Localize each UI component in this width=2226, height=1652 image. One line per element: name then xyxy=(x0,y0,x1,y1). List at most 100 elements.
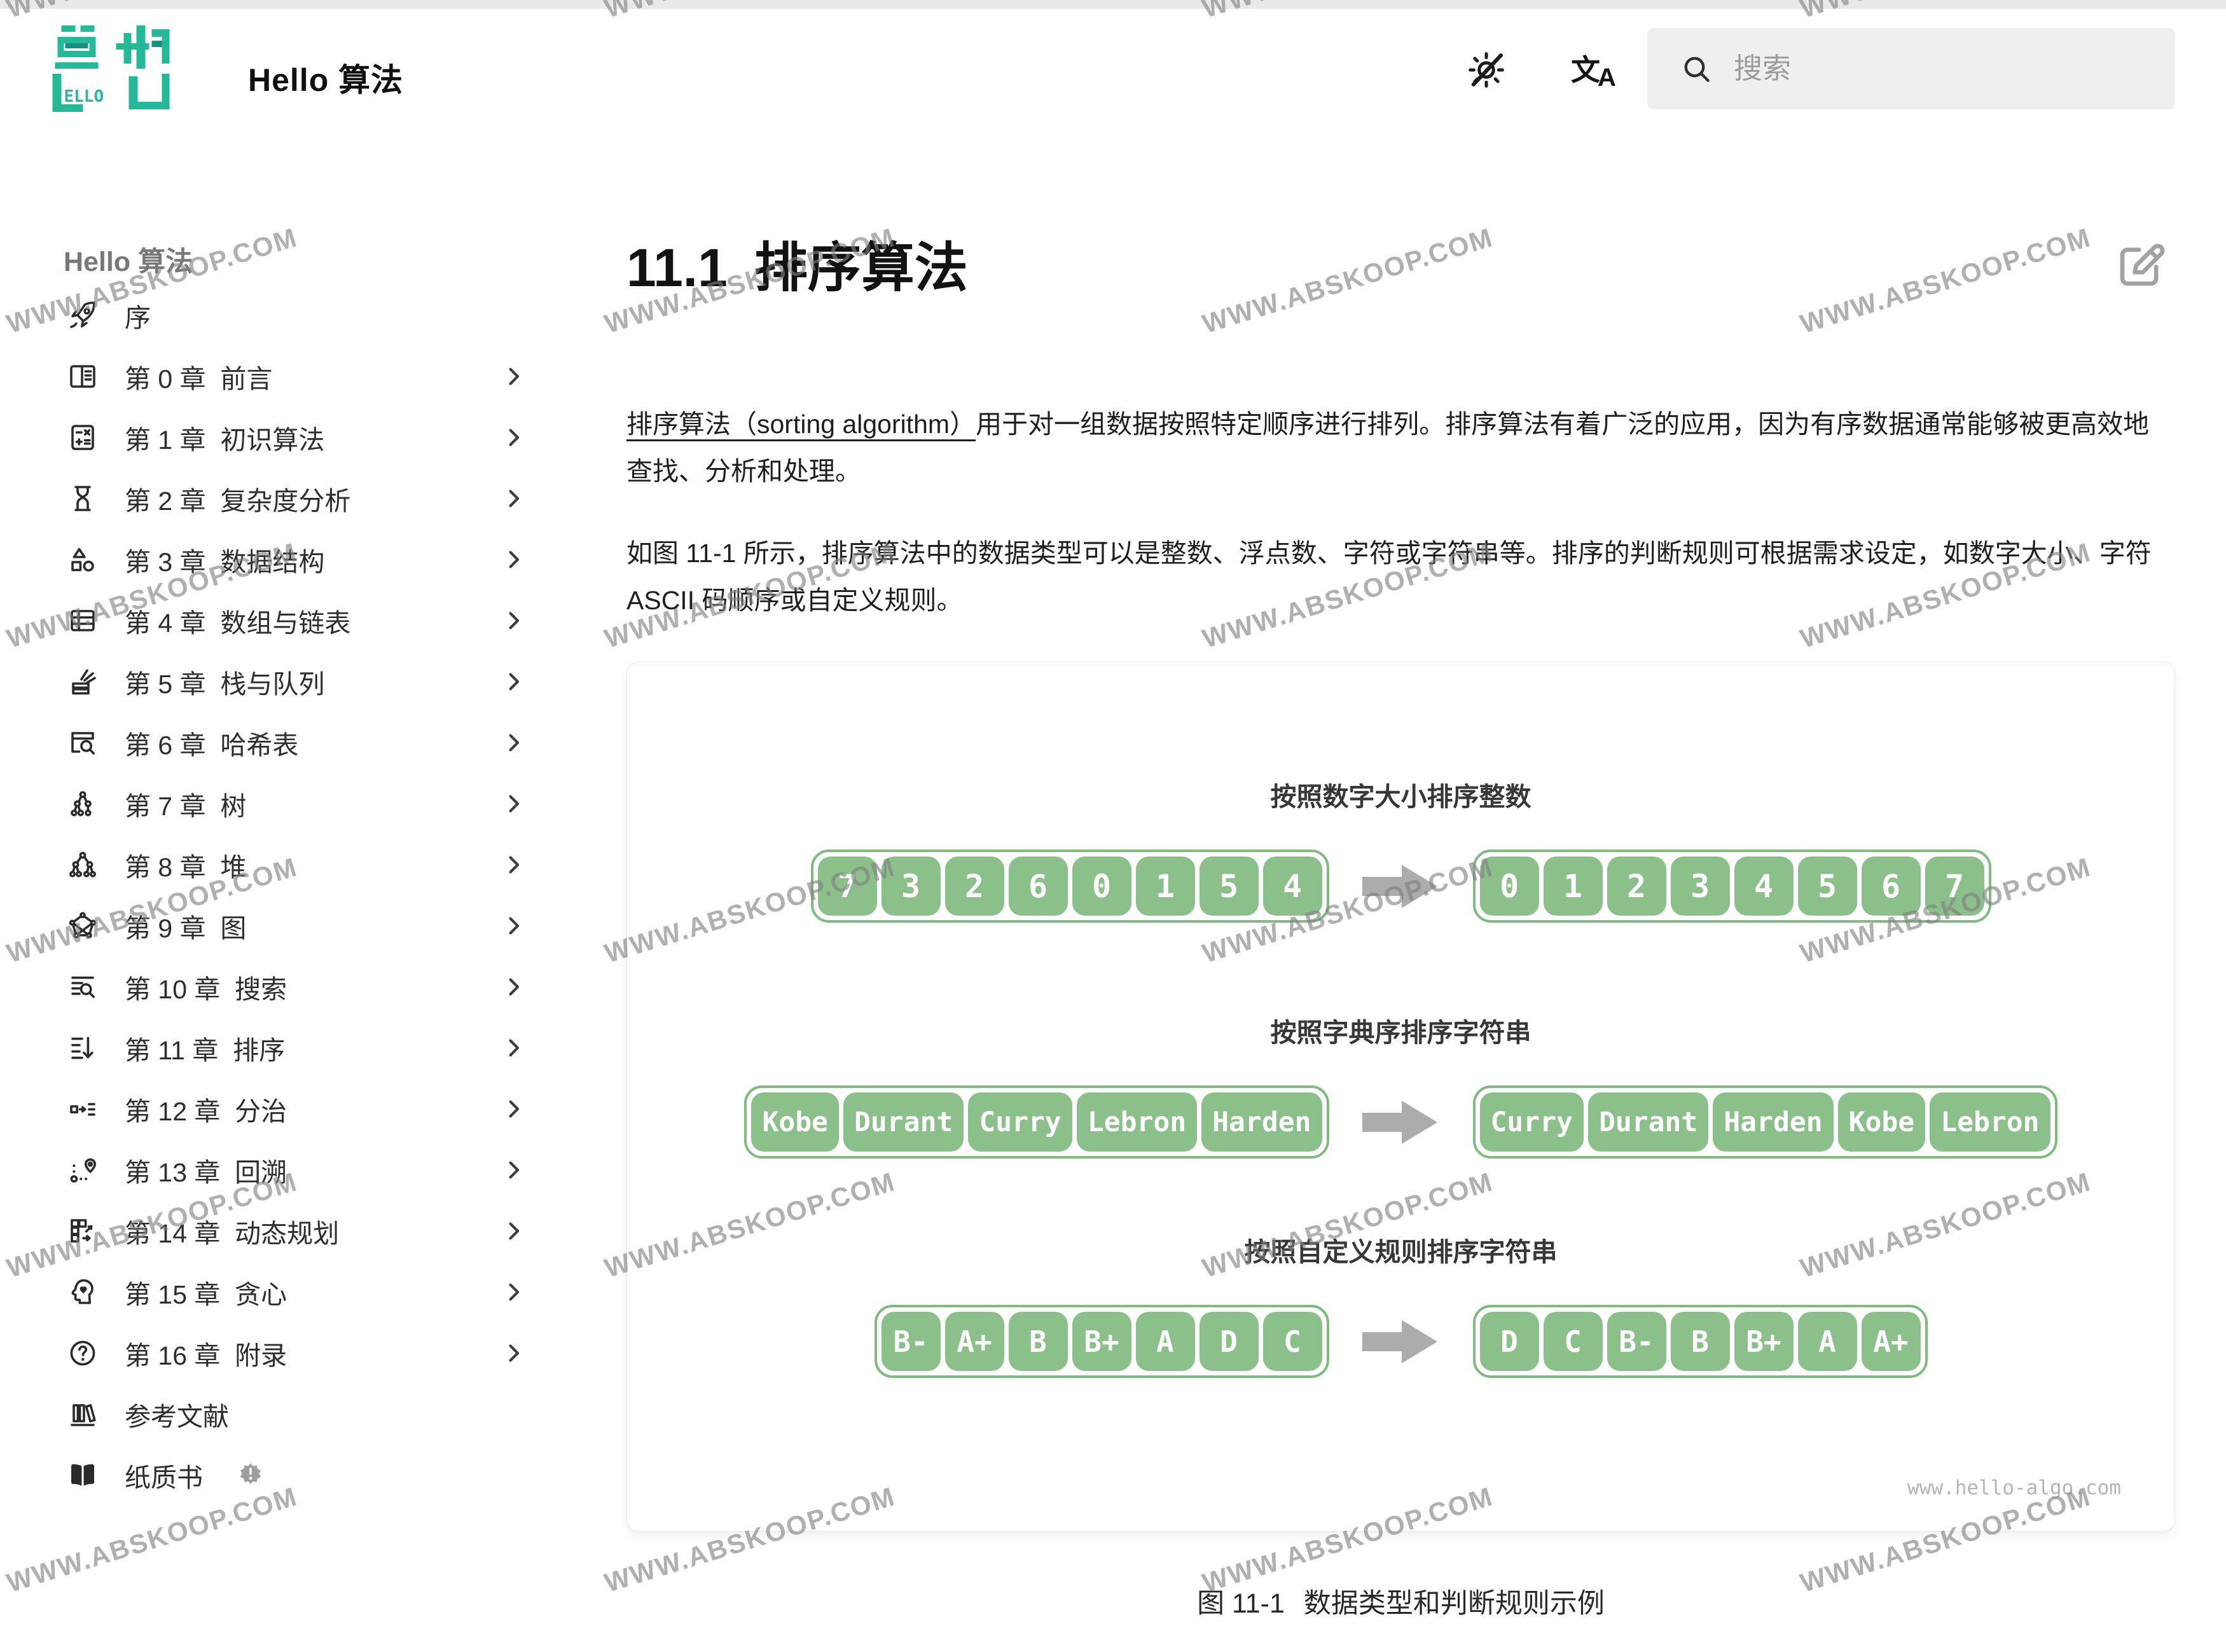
divide-icon xyxy=(67,1094,98,1124)
sidebar-item-calculator[interactable]: 第 1 章 初识算法 xyxy=(0,407,572,468)
array-cell: 3 xyxy=(881,857,941,916)
sidebar-item-book-open[interactable]: 第 0 章 前言 xyxy=(0,346,572,407)
array-cell: Lebron xyxy=(1076,1092,1198,1152)
array-cell: C xyxy=(1543,1312,1603,1371)
chevron-right-icon[interactable] xyxy=(500,729,527,756)
sidebar-item-label: 第 2 章 复杂度分析 xyxy=(125,486,351,516)
chevron-right-icon[interactable] xyxy=(500,912,527,939)
array-cell: B- xyxy=(1607,1312,1666,1371)
book-open-icon xyxy=(67,361,98,392)
site-logo-icon[interactable]: ELLO xyxy=(51,25,175,114)
sidebar-item-label: 第 5 章 栈与队列 xyxy=(125,670,325,699)
graph-icon xyxy=(67,911,98,941)
chevron-right-icon[interactable] xyxy=(500,1096,527,1122)
badge-seal-icon xyxy=(237,1461,265,1489)
array-cell: B xyxy=(1670,1312,1730,1371)
sidebar-item-hourglass[interactable]: 第 2 章 复杂度分析 xyxy=(0,468,572,529)
array-cell: 2 xyxy=(944,857,1004,916)
chevron-right-icon[interactable] xyxy=(500,1157,527,1183)
sidebar-item-label: 第 0 章 前言 xyxy=(125,364,273,394)
paragraph-2: 如图 11-1 所示，排序算法中的数据类型可以是整数、浮点数、字符或字符串等。排… xyxy=(626,539,2152,615)
array-cell: Durant xyxy=(1587,1092,1709,1152)
language-icon[interactable]: 文 A xyxy=(1571,47,1624,94)
array-cell: 5 xyxy=(1199,857,1259,916)
figure-group-title: 按照自定义规则排序字符串 xyxy=(1244,1237,1558,1267)
sidebar-item-label: 第 8 章 堆 xyxy=(125,853,247,882)
chevron-right-icon[interactable] xyxy=(500,363,527,390)
sidebar-item-label: 第 13 章 回溯 xyxy=(125,1158,287,1187)
tree-icon xyxy=(67,788,98,819)
sidebar-item-label: 第 3 章 数据结构 xyxy=(125,547,325,577)
sidebar-item-route[interactable]: 第 13 章 回溯 xyxy=(0,1139,572,1201)
sidebar-item-sort[interactable]: 第 11 章 排序 xyxy=(0,1017,572,1078)
array-cell: A+ xyxy=(1861,1312,1921,1371)
sidebar-item-head-heart[interactable]: 第 15 章 贪心 xyxy=(0,1262,572,1323)
sidebar-item-table[interactable]: 第 4 章 数组与链表 xyxy=(0,590,572,651)
sidebar-item-graph[interactable]: 第 9 章 图 xyxy=(0,895,572,956)
edit-page-icon[interactable] xyxy=(2113,239,2167,293)
sidebar-item-help-circle[interactable]: 第 16 章 附录 xyxy=(0,1323,572,1384)
sidebar-item-label: 第 4 章 数组与链表 xyxy=(125,609,351,638)
search-input[interactable] xyxy=(1734,52,2162,85)
sidebar-item-shapes[interactable]: 第 3 章 数据结构 xyxy=(0,529,572,590)
array-cell: A+ xyxy=(944,1312,1004,1371)
chevron-right-icon[interactable] xyxy=(500,546,527,573)
chevron-right-icon[interactable] xyxy=(500,851,527,878)
figure-caption-text: 数据类型和判断规则示例 xyxy=(1303,1588,1605,1619)
sidebar-item-grid-arrow[interactable]: 第 14 章 动态规划 xyxy=(0,1201,572,1262)
array-cell: Curry xyxy=(968,1092,1072,1152)
sidebar-item-label: 序 xyxy=(125,303,151,333)
hourglass-icon xyxy=(67,483,98,514)
chevron-right-icon[interactable] xyxy=(500,1279,527,1305)
sidebar-nav: 序 第 0 章 前言 xyxy=(0,285,572,1506)
chevron-right-icon[interactable] xyxy=(500,485,527,512)
page-title-text: 排序算法 xyxy=(754,238,968,298)
app-header: ELLO Hello 算法 文 A xyxy=(0,9,2226,136)
array-cell: 4 xyxy=(1262,857,1322,916)
term-sorting-algorithm[interactable]: 排序算法（sorting algorithm） xyxy=(626,410,976,439)
chevron-right-icon[interactable] xyxy=(500,607,527,634)
search-icon xyxy=(1680,53,1712,85)
sidebar-item-divide[interactable]: 第 12 章 分治 xyxy=(0,1078,572,1139)
language-glyph-cjk: 文 xyxy=(1571,53,1600,86)
table-icon xyxy=(67,605,98,636)
window-top-strip xyxy=(0,0,2226,9)
sidebar-item-list-search[interactable]: 第 10 章 搜索 xyxy=(0,956,572,1017)
chevron-right-icon[interactable] xyxy=(500,668,527,695)
sidebar-item-heap[interactable]: 第 8 章 堆 xyxy=(0,834,572,895)
sidebar-item-label: 第 14 章 动态规划 xyxy=(125,1219,340,1248)
array-cell: Lebron xyxy=(1930,1092,2050,1152)
array-cell: 3 xyxy=(1670,857,1730,916)
shapes-icon xyxy=(67,544,98,575)
sidebar-item-rocket[interactable]: 序 xyxy=(0,285,572,346)
theme-toggle-icon[interactable] xyxy=(1466,50,1507,90)
sidebar-item-stack[interactable]: 第 5 章 栈与队列 xyxy=(0,651,572,712)
search-box[interactable] xyxy=(1647,28,2175,109)
arrow-right-icon xyxy=(1362,1100,1437,1144)
array-cell: 4 xyxy=(1734,857,1794,916)
array-cell: D xyxy=(1479,1312,1539,1371)
array-cell: 6 xyxy=(1008,857,1068,916)
sidebar-item-tree[interactable]: 第 7 章 树 xyxy=(0,773,572,834)
sidebar-item-table-search[interactable]: 第 6 章 哈希表 xyxy=(0,712,572,773)
chevron-right-icon[interactable] xyxy=(500,424,527,451)
figure-group-title: 按照数字大小排序整数 xyxy=(1270,782,1531,811)
chevron-right-icon[interactable] xyxy=(500,790,527,817)
head-heart-icon xyxy=(67,1277,98,1307)
chevron-right-icon[interactable] xyxy=(500,1340,527,1366)
sidebar-item-open-book[interactable]: 纸质书 xyxy=(0,1445,572,1506)
chevron-right-icon[interactable] xyxy=(500,1035,527,1061)
chevron-right-icon[interactable] xyxy=(500,1218,527,1244)
calculator-icon xyxy=(67,422,98,453)
array-cell: Durant xyxy=(843,1092,964,1152)
sidebar-item-label: 参考文献 xyxy=(125,1402,229,1431)
chevron-right-icon[interactable] xyxy=(500,974,527,1000)
figure-caption-label: 图 11-1 xyxy=(1197,1588,1285,1619)
sidebar-item-library[interactable]: 参考文献 xyxy=(0,1384,572,1445)
array-cell: 1 xyxy=(1135,857,1195,916)
